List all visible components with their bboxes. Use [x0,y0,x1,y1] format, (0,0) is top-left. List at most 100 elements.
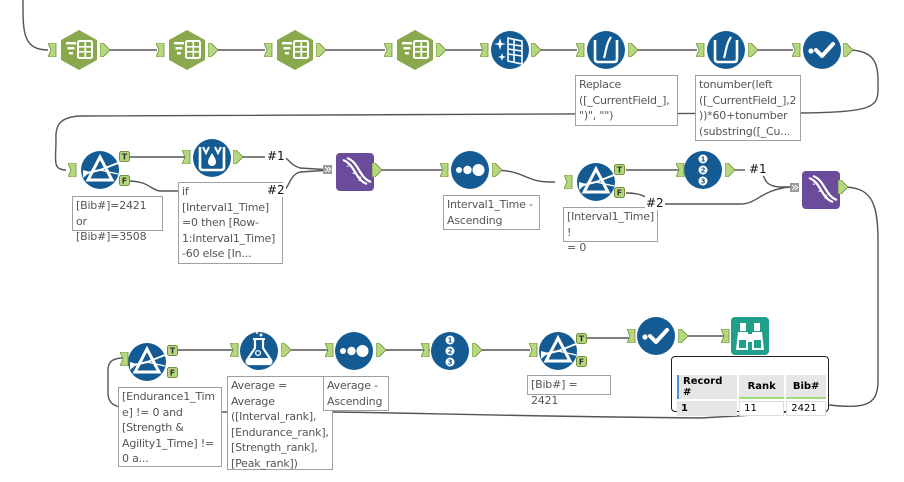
svg-text:2: 2 [818,187,822,194]
output-anchor[interactable] [281,343,291,357]
browse-tool[interactable] [728,314,772,358]
output-anchor[interactable] [531,43,541,57]
input-anchor[interactable] [627,329,637,343]
svg-text:3: 3 [448,359,453,367]
output-anchor[interactable] [208,43,218,57]
select-tool-2[interactable] [165,28,209,72]
multi-row-formula-icon [193,139,231,177]
annotation-formula: Average = Average ([Interval_rank], [End… [227,376,333,470]
auto-field-tool-2[interactable] [634,314,678,358]
input-anchor[interactable] [676,163,686,177]
svg-text:2: 2 [448,348,453,356]
svg-text:1: 1 [812,180,816,187]
auto-field-icon [637,317,675,355]
true-output-anchor[interactable]: T [576,333,588,345]
select-tool-4[interactable] [393,28,437,72]
output-anchor[interactable] [843,43,853,57]
wire-to-filter3 [107,357,701,419]
record-id-tool-2[interactable]: 1 2 3 [428,329,472,373]
filter-icon [81,151,119,189]
svg-text:T: T [170,347,176,356]
output-anchor[interactable] [748,43,758,57]
union-input-label-1b: #1 [748,162,768,176]
input-anchor[interactable] [792,43,802,57]
input-anchor[interactable] [325,343,335,357]
browse-results-table: Record # Rank Bib# 1 11 2421 [675,373,828,418]
input-anchor[interactable] [576,43,586,57]
multi-row-formula-tool[interactable] [190,136,234,180]
input-anchor[interactable] [68,163,78,177]
false-output-anchor[interactable]: F [167,367,179,379]
multi-field-formula-tool-2[interactable] [704,28,748,72]
false-output-anchor[interactable]: F [576,356,588,368]
formula-tool[interactable] [237,329,281,373]
select-tool-1[interactable] [57,28,101,72]
svg-text:3: 3 [824,194,828,201]
filter-icon [539,332,577,370]
data-cleansing-tool[interactable] [488,28,532,72]
svg-text:F: F [122,177,127,186]
output-anchor[interactable] [725,163,735,177]
column-header-record[interactable]: Record # [677,375,738,399]
multi-input-anchor[interactable] [790,183,800,193]
output-anchor[interactable] [376,343,386,357]
filter-tool-2[interactable] [574,160,618,204]
input-anchor[interactable] [440,163,450,177]
wire-union2-out [829,186,879,408]
browse-icon [731,317,769,355]
input-anchor[interactable] [721,329,731,343]
select-tool-3[interactable] [273,28,317,72]
svg-text:F: F [617,189,622,198]
filter-tool-3[interactable] [125,340,169,384]
sort-tool-2[interactable] [332,329,376,373]
input-anchor[interactable] [156,43,166,57]
output-anchor[interactable] [678,329,688,343]
input-anchor[interactable] [120,352,130,366]
annotation-filter-4: [Bib#] = 2421 [527,375,611,407]
wire-filter2-false [625,192,740,205]
input-anchor[interactable] [421,343,431,357]
input-anchor[interactable] [48,43,58,57]
column-header-bib[interactable]: Bib# [786,375,826,399]
cell-record: 1 [677,401,738,416]
output-anchor[interactable] [100,43,110,57]
multi-field-formula-tool-1[interactable] [584,28,628,72]
input-anchor[interactable] [230,343,240,357]
filter-tool-1[interactable] [78,148,122,192]
output-anchor[interactable] [472,343,482,357]
output-anchor[interactable] [492,163,502,177]
input-anchor[interactable] [182,150,192,164]
true-output-anchor[interactable]: T [614,164,626,176]
multi-input-anchor[interactable] [323,165,333,175]
filter-tool-4[interactable] [536,329,580,373]
svg-text:T: T [122,153,128,162]
output-anchor[interactable] [838,180,848,194]
output-anchor[interactable] [436,43,446,57]
sort-tool-1[interactable] [448,148,492,192]
union-icon: 123 [336,153,374,191]
input-anchor[interactable] [696,43,706,57]
input-anchor[interactable] [264,43,274,57]
table-row[interactable]: 1 11 2421 [677,401,826,416]
input-anchor[interactable] [384,43,394,57]
input-anchor[interactable] [529,343,539,357]
sort-icon [451,151,489,189]
column-header-rank[interactable]: Rank [739,375,785,399]
input-anchor[interactable] [564,175,574,189]
input-anchor[interactable] [480,43,490,57]
svg-text:T: T [617,166,623,175]
output-anchor[interactable] [316,43,326,57]
multi-field-formula-icon [587,31,625,69]
false-output-anchor[interactable]: F [614,187,626,199]
false-output-anchor[interactable]: F [119,175,131,187]
auto-field-tool-1[interactable] [800,28,844,72]
output-anchor[interactable] [628,43,638,57]
output-anchor[interactable] [233,150,243,164]
output-anchor[interactable] [372,163,382,177]
true-output-anchor[interactable]: T [167,345,179,357]
true-output-anchor[interactable]: T [119,151,131,163]
svg-text:1: 1 [448,337,453,345]
